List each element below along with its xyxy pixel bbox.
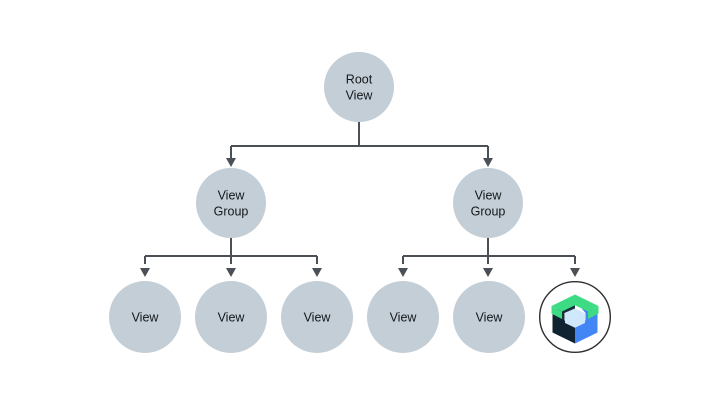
view-leaf-4-circle [367,281,439,353]
view-leaf-1-label: View [132,310,160,324]
view-group-right-label-line2: Group [471,204,506,218]
connector-right-group-to-leaves [398,238,580,277]
connector-root-to-groups [226,122,493,167]
view-group-left-circle [196,168,266,238]
view-leaf-4-label: View [390,310,418,324]
root-view-label-line2: View [346,88,374,102]
view-leaf-3-label: View [304,310,332,324]
view-leaf-2-label: View [218,310,246,324]
root-view-label-line1: Root [346,72,373,86]
view-leaf-5-label: View [476,310,504,324]
view-leaf-5-circle [453,281,525,353]
connector-left-group-to-leaves [140,238,322,277]
jetpack-compose-cube-icon [551,294,599,344]
root-view-circle [324,52,394,122]
node-view-group-right[interactable]: View Group [453,168,523,238]
view-group-right-circle [453,168,523,238]
view-group-left-label-line2: Group [214,204,249,218]
node-view-leaf-4[interactable]: View [367,281,439,353]
node-root-view[interactable]: Root View [324,52,394,122]
view-leaf-3-circle [281,281,353,353]
view-group-left-label-line1: View [218,188,246,202]
node-view-leaf-5[interactable]: View [453,281,525,353]
view-leaf-1-circle [109,281,181,353]
view-group-right-label-line1: View [475,188,503,202]
compose-node-ring [539,281,612,354]
node-view-leaf-1[interactable]: View [109,281,181,353]
node-jetpack-compose[interactable] [539,281,612,354]
view-leaf-2-circle [195,281,267,353]
node-view-leaf-3[interactable]: View [281,281,353,353]
node-view-group-left[interactable]: View Group [196,168,266,238]
node-view-leaf-2[interactable]: View [195,281,267,353]
